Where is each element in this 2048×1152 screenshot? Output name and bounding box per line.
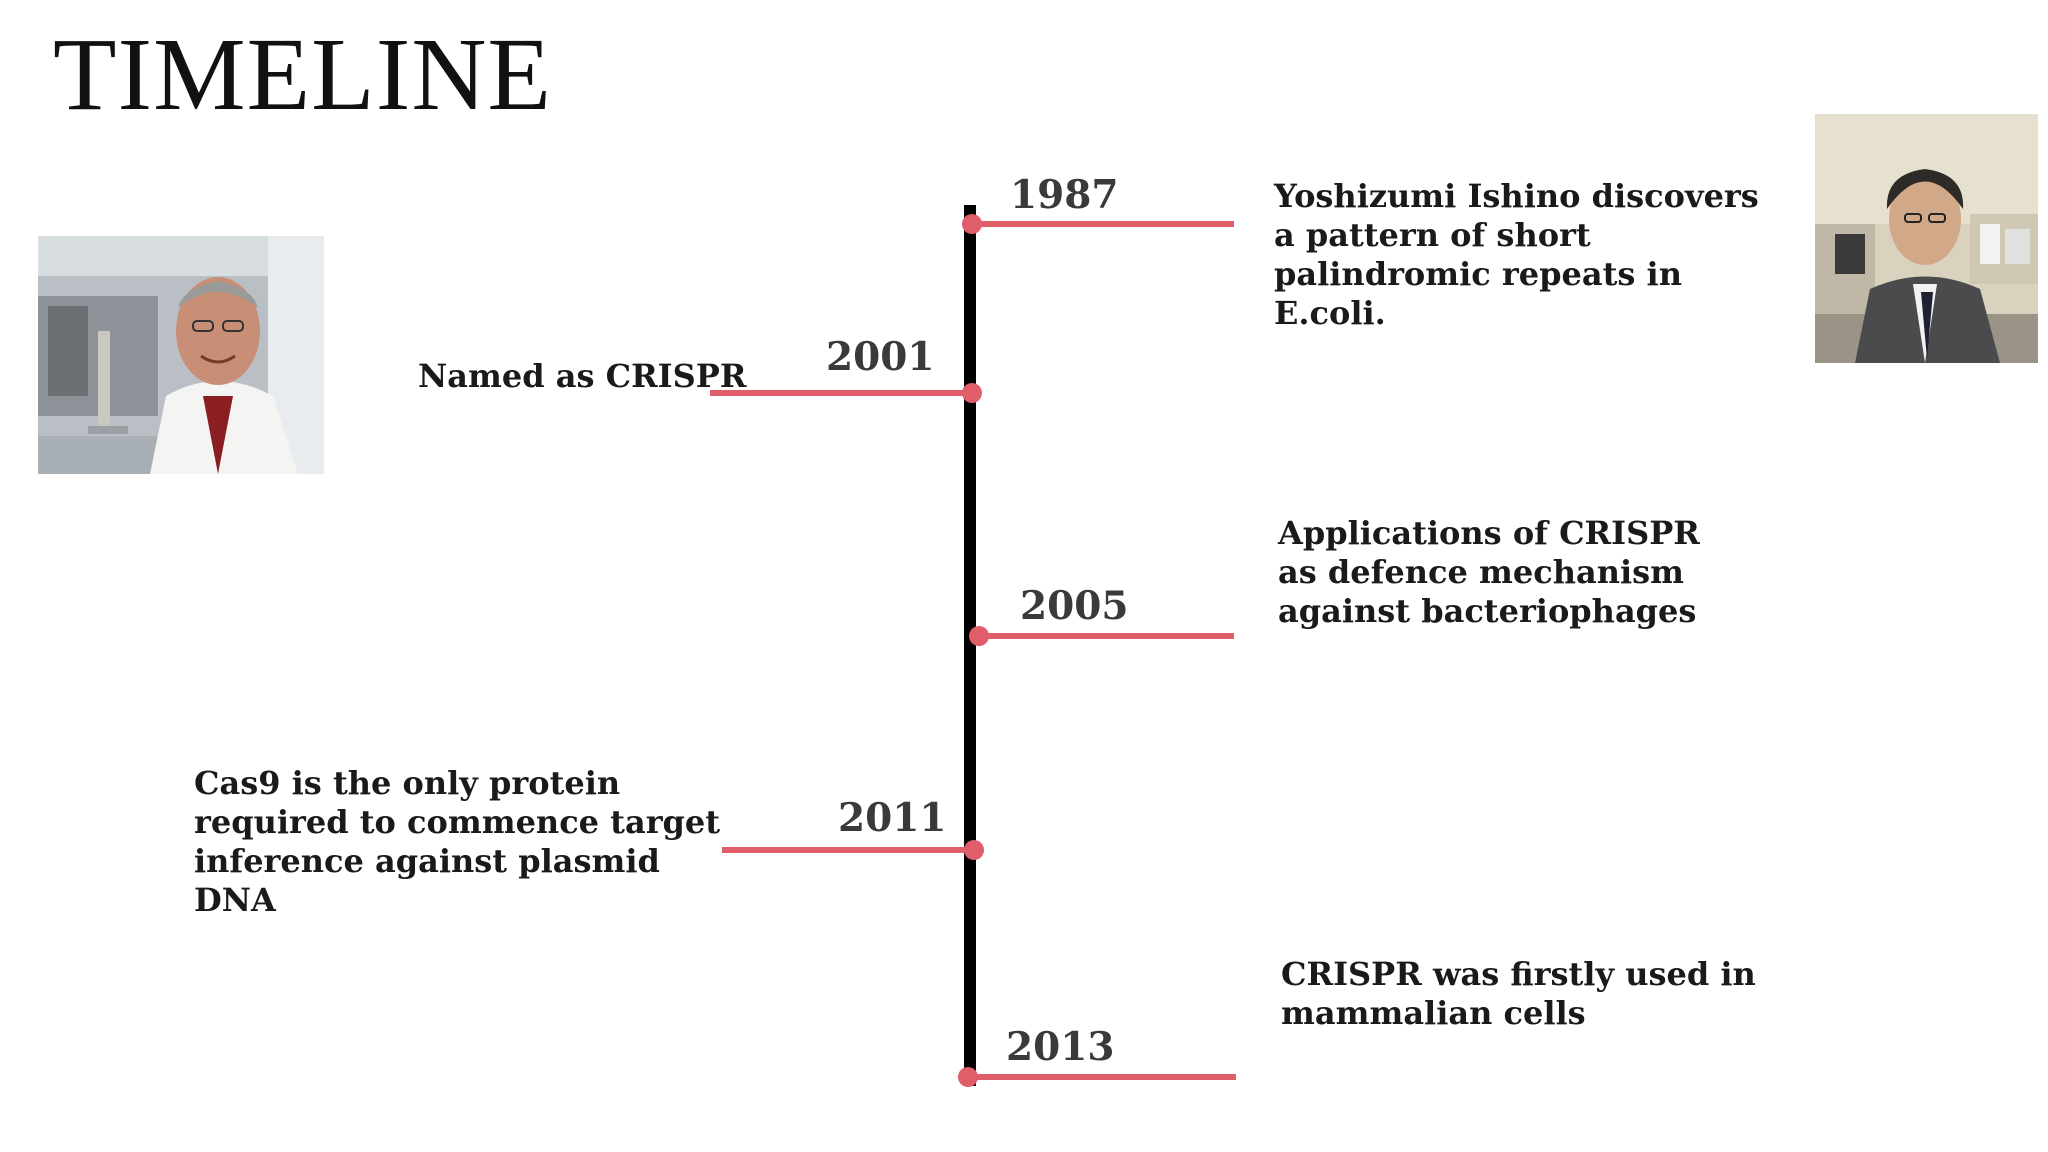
event-text-2011: Cas9 is the only protein required to com… [194, 764, 721, 919]
year-label-2011: 2011 [838, 795, 947, 841]
marker-2013 [958, 1067, 978, 1087]
page-title: TIMELINE [53, 17, 552, 132]
year-label-2013: 2013 [1006, 1024, 1115, 1070]
event-text-2013: CRISPR was firstly used in mammalian cel… [1281, 955, 1756, 1032]
scientist-photo-left [38, 236, 324, 474]
lab-photo-right-image [1815, 114, 2038, 363]
year-label-2001: 2001 [826, 334, 935, 380]
marker-2011 [964, 840, 984, 860]
marker-1987 [962, 214, 982, 234]
year-label-1987: 1987 [1010, 172, 1119, 218]
event-text-2001: Named as CRISPR [418, 357, 747, 395]
marker-2005 [969, 626, 989, 646]
lab-photo-left-image [38, 236, 324, 474]
year-label-2005: 2005 [1020, 583, 1129, 629]
event-text-1987: Yoshizumi Ishino discovers a pattern of … [1274, 177, 1759, 332]
event-text-2005: Applications of CRISPR as defence mechan… [1278, 514, 1700, 630]
marker-2001 [962, 383, 982, 403]
scientist-photo-right [1815, 114, 2038, 363]
